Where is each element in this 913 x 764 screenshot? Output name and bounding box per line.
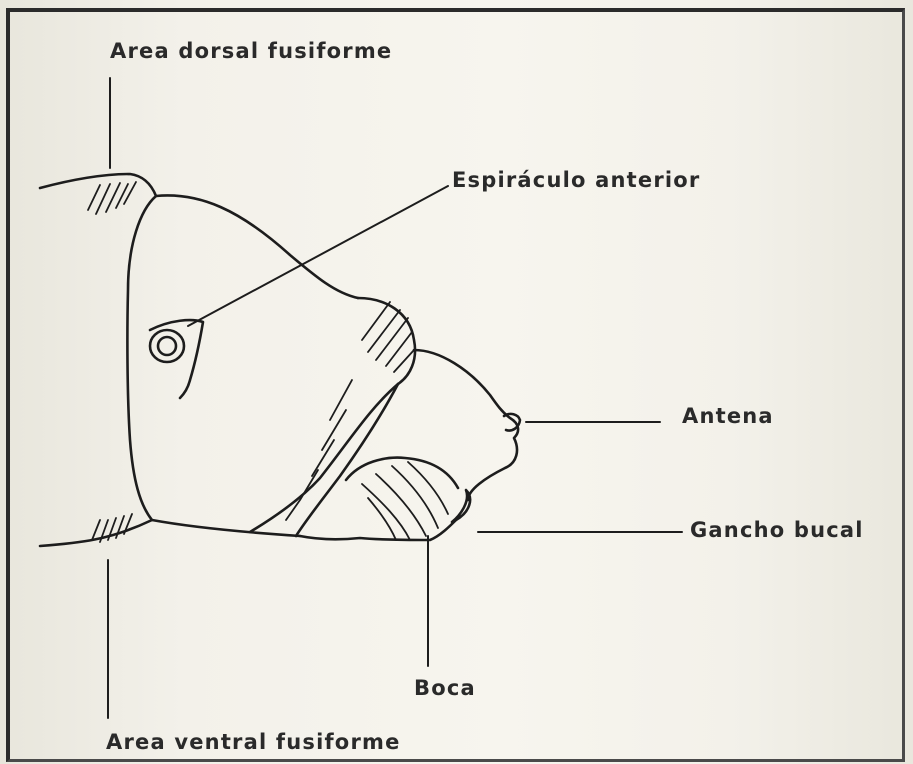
mouth-hook <box>452 490 470 522</box>
label-antena: Antena <box>682 404 774 428</box>
cephalic-lobe <box>414 350 518 500</box>
spiracle-ring <box>150 330 184 362</box>
label-espiraculo: Espiráculo anterior <box>452 168 700 192</box>
label-area-dorsal: Area dorsal fusiforme <box>110 39 392 63</box>
label-gancho: Gancho bucal <box>690 518 864 542</box>
body-front-left-edge <box>127 196 156 520</box>
upper-segment <box>358 298 415 384</box>
label-boca: Boca <box>414 676 476 700</box>
body-top-edge <box>40 174 156 196</box>
mouth-upper <box>346 458 458 488</box>
label-area-ventral: Area ventral fusiforme <box>106 730 401 754</box>
body-upper-contour <box>156 195 358 298</box>
hatch-mouth <box>362 462 448 540</box>
leader-espiraculo <box>188 186 448 326</box>
spiracle-inner <box>158 337 176 355</box>
hatch-segment <box>286 302 414 520</box>
mouth-lobe <box>300 520 456 540</box>
hatch-dorsal-area <box>88 182 136 214</box>
